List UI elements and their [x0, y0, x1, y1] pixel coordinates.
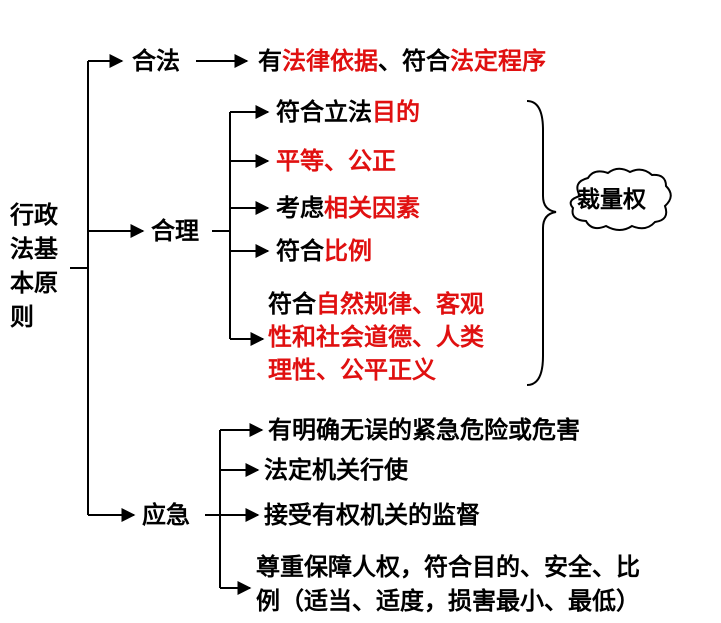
emphasis-segment: 自然规律、客观: [316, 290, 484, 318]
emphasis-segment: 性和社会道德、人类: [268, 323, 484, 351]
emphasis-segment: 法律依据: [282, 47, 378, 75]
reasonable-item-factors: 考虑相关因素: [276, 193, 420, 223]
reasonable-item-equality: 平等、公正: [276, 146, 396, 176]
discretion-brace: [526, 100, 557, 386]
emergency-item-authority: 法定机关行使: [264, 456, 408, 484]
reasonable-item-proportion: 符合比例: [276, 236, 372, 266]
root-node: 行政 法基 本原 则: [10, 198, 58, 334]
cloud-shape: [569, 167, 672, 231]
emphasis-segment: 相关因素: [324, 194, 420, 222]
root-line: 法基: [10, 235, 58, 263]
root-line: 行政: [10, 201, 58, 229]
emergency-item-danger: 有明确无误的紧急危险或危害: [268, 416, 580, 444]
text-segment: 符合立法: [276, 98, 372, 126]
reasonable-item-purpose: 符合立法目的: [276, 97, 420, 127]
emergency-item-supervision: 接受有权机关的监督: [264, 501, 480, 529]
text-segment: 符合: [268, 290, 316, 318]
emphasis-segment: 平等、公正: [276, 147, 396, 175]
emphasis-segment: 法定程序: [450, 47, 546, 75]
item-line: 性和社会道德、人类: [268, 321, 484, 354]
branch-reasonable-label: 合理: [151, 217, 199, 245]
branch-legal-label: 合法: [132, 47, 180, 75]
emphasis-segment: 目的: [372, 98, 420, 126]
text-segment: 考虑: [276, 194, 324, 222]
root-line: 则: [10, 303, 34, 331]
emergency-item-rights: 尊重保障人权，符合目的、安全、比 例（适当、适度，损害最小、最低）: [256, 550, 640, 618]
text-segment: 有: [258, 47, 282, 75]
text-segment: 、符合: [378, 47, 450, 75]
item-line: 例（适当、适度，损害最小、最低）: [256, 587, 640, 615]
item-line: 尊重保障人权，符合目的、安全、比: [256, 553, 640, 581]
branch-emergency-label: 应急: [142, 501, 190, 529]
reasonable-item-nature: 符合自然规律、客观 性和社会道德、人类 理性、公平正义: [268, 288, 484, 387]
root-line: 本原: [10, 269, 58, 297]
emphasis-segment: 比例: [324, 237, 372, 265]
item-line: 符合自然规律、客观: [268, 288, 484, 321]
discretion-label: 裁量权: [577, 187, 646, 213]
text-segment: 符合: [276, 237, 324, 265]
emphasis-segment: 理性、公平正义: [268, 356, 436, 384]
item-line: 理性、公平正义: [268, 354, 484, 387]
legal-item: 有法律依据、符合法定程序: [258, 46, 546, 76]
